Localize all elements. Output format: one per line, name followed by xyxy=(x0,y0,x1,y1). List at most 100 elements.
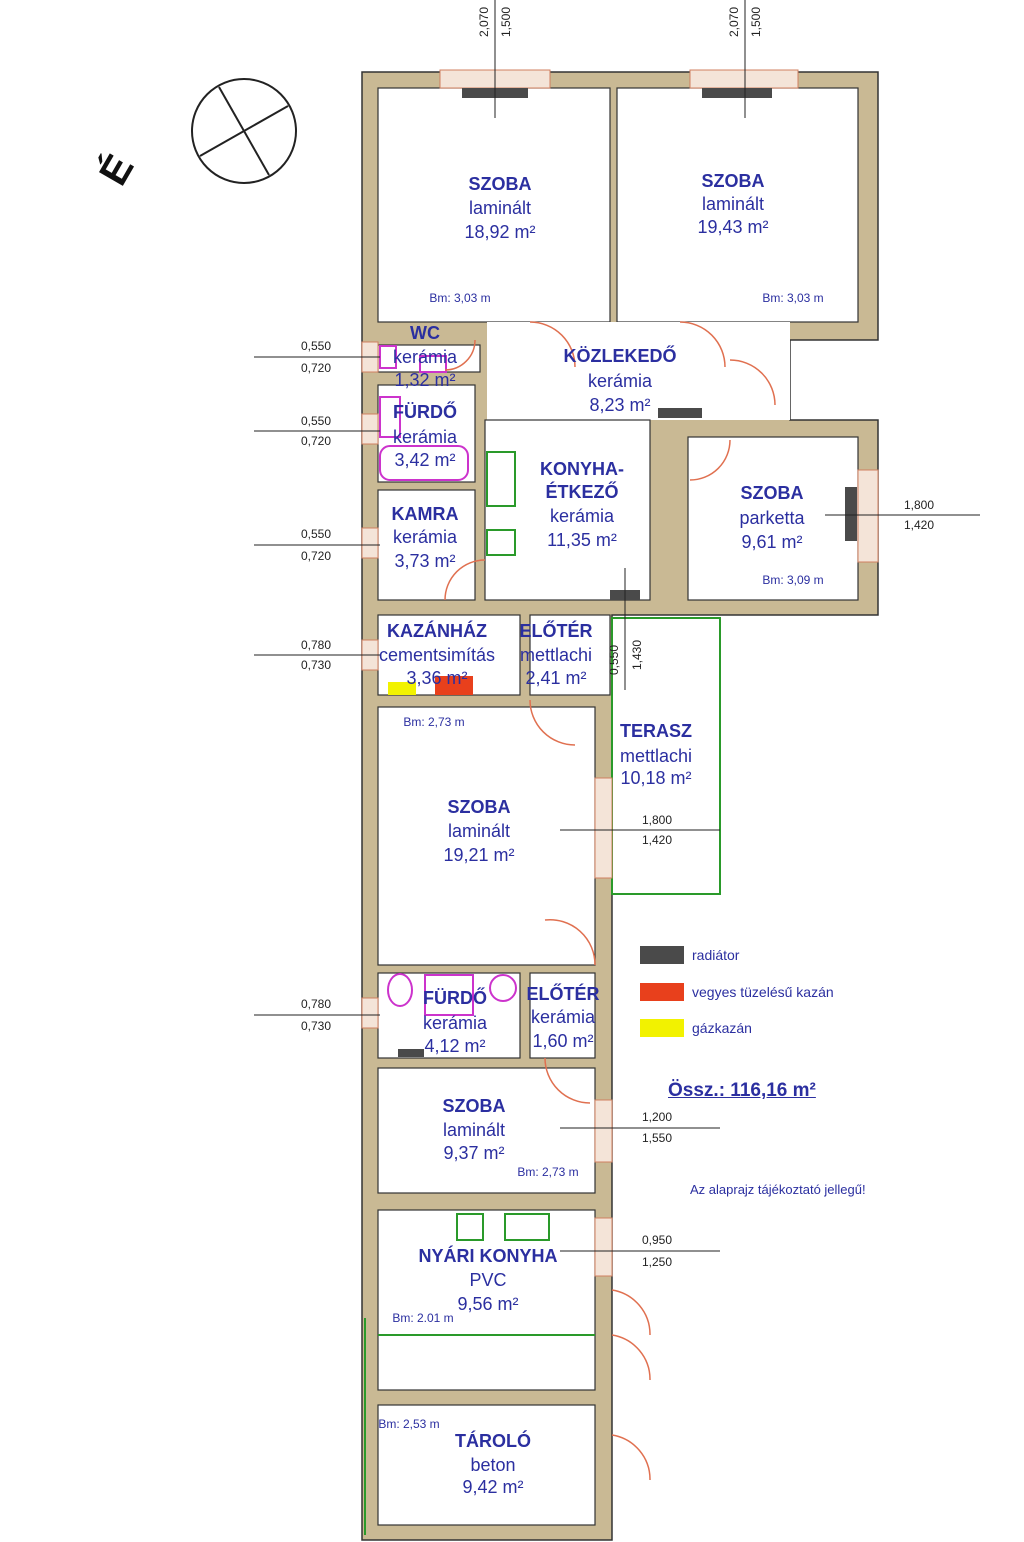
room-name: KAZÁNHÁZ xyxy=(387,621,487,641)
room-height: Bm: 2.01 m xyxy=(392,1311,454,1325)
room-name: KONYHA- xyxy=(540,459,624,479)
door-swings xyxy=(444,321,776,1481)
mixed-boiler-icon xyxy=(435,676,473,695)
room-floor: kerámia xyxy=(422,1013,488,1033)
window-dim-a: 1,200 xyxy=(641,1110,673,1124)
window-dim-b: 1,500 xyxy=(749,6,763,38)
window-dim-a: 0,780 xyxy=(300,997,332,1011)
window-dim-b: 1,250 xyxy=(641,1255,673,1269)
window-dim-b: 1,430 xyxy=(630,639,644,671)
room-area: 19,21 m² xyxy=(443,845,515,865)
room-name: SZOBA xyxy=(468,174,532,194)
room-height: Bm: 2,73 m xyxy=(403,715,465,729)
room-name: WC xyxy=(410,323,440,343)
room-floor: mettlachi xyxy=(619,746,693,766)
window-dim-b: 1,500 xyxy=(499,6,513,38)
room-height: Bm: 3,09 m xyxy=(762,573,824,587)
window-dim-b: 0,730 xyxy=(300,1019,332,1033)
window-dim-a: 2,070 xyxy=(727,6,741,38)
room-floor: laminált xyxy=(468,198,532,218)
room-height: Bm: 3,03 m xyxy=(429,291,491,305)
window-dim-a: 0,550 xyxy=(300,339,332,353)
window-dim-a: 0,950 xyxy=(641,1233,673,1247)
room-name: SZOBA xyxy=(442,1096,506,1116)
window-dim-a: 0,550 xyxy=(300,527,332,541)
total-area: Össz.: 116,16 m² xyxy=(668,1080,816,1101)
legend-label: gázkazán xyxy=(692,1020,752,1036)
room-floor: PVC xyxy=(469,1270,507,1290)
kitchen-fixtures xyxy=(364,451,595,1535)
room-area: 10,18 m² xyxy=(620,768,692,788)
room-area: 9,42 m² xyxy=(462,1477,524,1497)
radiator-swatch xyxy=(640,946,684,964)
room-area: 3,42 m² xyxy=(394,450,456,470)
room-area: 9,56 m² xyxy=(457,1294,519,1314)
room-name: SZOBA xyxy=(740,483,804,503)
legend-mixed-boiler: vegyes tüzelésű kazán xyxy=(640,983,834,1001)
room-area: 11,35 m² xyxy=(547,530,617,550)
disclaimer-note: Az alaprajz tájékoztató jellegű! xyxy=(690,1182,866,1197)
window-dim-a: 1,800 xyxy=(903,498,935,512)
room-area: 3,73 m² xyxy=(394,551,456,571)
room-floor: laminált xyxy=(442,1120,506,1140)
room-height: Bm: 2,73 m xyxy=(517,1165,579,1179)
window-dim-b: 1,420 xyxy=(641,833,673,847)
room-name: KAMRA xyxy=(391,504,459,524)
room-name: FÜRDŐ xyxy=(393,402,457,422)
gas-boiler-swatch xyxy=(640,1019,684,1037)
room-floor: kerámia xyxy=(392,427,458,447)
window-dim-b: 0,720 xyxy=(300,434,332,448)
room-name: TÁROLÓ xyxy=(455,1431,531,1451)
room-interiors xyxy=(377,87,859,1526)
room-floor: kerámia xyxy=(549,506,615,526)
room-area: 9,37 m² xyxy=(443,1143,505,1163)
gas-boiler-icon xyxy=(388,682,416,695)
room-name: KÖZLEKEDŐ xyxy=(563,346,677,366)
room-name-2: ÉTKEZŐ xyxy=(545,482,619,502)
room-floor: parketta xyxy=(739,508,805,528)
room-floor: beton xyxy=(470,1455,516,1475)
room-name: ELŐTÉR xyxy=(526,984,600,1004)
room-area: 18,92 m² xyxy=(464,222,536,242)
room-area: 4,12 m² xyxy=(424,1036,486,1056)
room-height: Bm: 3,03 m xyxy=(762,291,824,305)
mixed-boiler-swatch xyxy=(640,983,684,1001)
room-floor: laminált xyxy=(447,821,511,841)
room-floor: mettlachi xyxy=(519,645,593,665)
window-dim-a: 2,070 xyxy=(477,6,491,38)
legend-radiator: radiátor xyxy=(640,946,739,964)
room-area: 2,41 m² xyxy=(525,668,587,688)
window-dim-a: 0,550 xyxy=(607,644,621,676)
legend-label: vegyes tüzelésű kazán xyxy=(692,984,834,1000)
room-name: FÜRDŐ xyxy=(423,988,487,1008)
room-height: Bm: 2,53 m xyxy=(378,1417,440,1431)
window-dim-a: 1,800 xyxy=(641,813,673,827)
room-name: SZOBA xyxy=(447,797,511,817)
bathroom-fixtures xyxy=(379,345,517,1016)
room-floor: kerámia xyxy=(392,527,458,547)
room-floor: laminált xyxy=(701,194,765,214)
room-area: 1,32 m² xyxy=(394,370,456,390)
room-floor: cementsimítás xyxy=(378,645,496,665)
room-name: NYÁRI KONYHA xyxy=(418,1246,558,1266)
terrace-outline xyxy=(611,617,721,895)
room-floor: kerámia xyxy=(587,371,653,391)
legend-gas-boiler: gázkazán xyxy=(640,1019,752,1037)
compass-icon xyxy=(191,78,297,184)
room-area: 9,61 m² xyxy=(741,532,803,552)
room-floor: kerámia xyxy=(530,1007,596,1027)
window-dim-a: 0,550 xyxy=(300,414,332,428)
window-dim-b: 0,720 xyxy=(300,361,332,375)
room-area: 3,36 m² xyxy=(406,668,468,688)
window-dim-b: 1,420 xyxy=(903,518,935,532)
room-name: SZOBA xyxy=(701,171,765,191)
window-dim-b: 0,730 xyxy=(300,658,332,672)
window-dim-a: 0,780 xyxy=(300,638,332,652)
legend-label: radiátor xyxy=(692,947,740,963)
room-name: ELŐTÉR xyxy=(519,621,593,641)
room-area: 19,43 m² xyxy=(697,217,769,237)
room-name: TERASZ xyxy=(620,721,692,741)
room-area: 8,23 m² xyxy=(589,395,651,415)
